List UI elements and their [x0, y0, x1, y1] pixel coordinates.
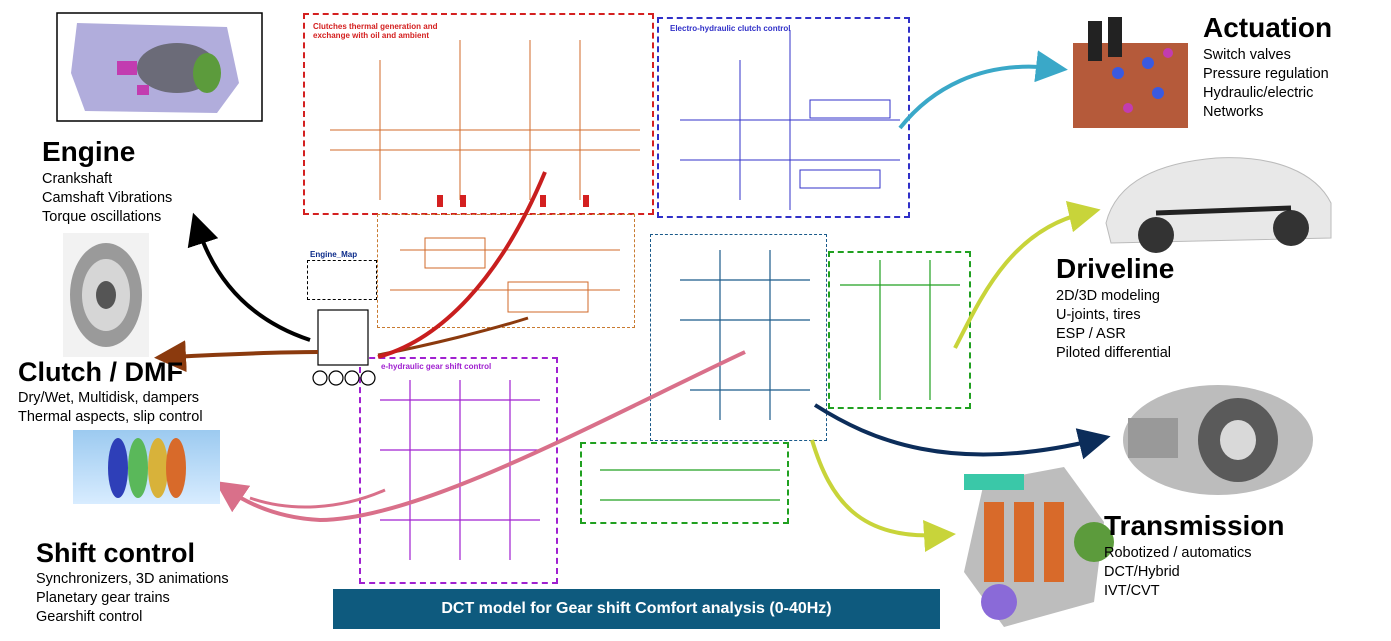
transmission-line: DCT/Hybrid — [1104, 564, 1180, 580]
shift-lines: Synchronizers, 3D animations Planetary g… — [36, 570, 229, 627]
actuation-arrow — [898, 50, 1068, 130]
dct-model-banner: DCT model for Gear shift Comfort analysi… — [333, 589, 940, 629]
driveline-image — [1105, 157, 1332, 253]
driveline-line: Piloted differential — [1056, 345, 1172, 361]
engine-image — [56, 12, 263, 122]
transmission-line: IVT/CVT — [1104, 583, 1160, 599]
transmission-lines: Robotized / automatics DCT/Hybrid IVT/CV… — [1104, 544, 1285, 601]
clutch-label-group: Clutch / DMF Dry/Wet, Multidisk, dampers… — [18, 359, 203, 427]
engine-line: Crankshaft — [42, 171, 113, 187]
driveline-label-group: Driveline 2D/3D modeling U-joints, tires… — [1056, 255, 1174, 363]
gearshift-control-label: e-hydraulic gear shift control — [381, 362, 492, 371]
driveline-line: U-joints, tires — [1056, 307, 1141, 323]
driveline-arrow — [953, 200, 1101, 349]
engine-label-group: Engine Crankshaft Camshaft Vibrations To… — [42, 138, 172, 227]
shift-label-group: Shift control Synchronizers, 3D animatio… — [36, 540, 229, 627]
driveline-lines: 2D/3D modeling U-joints, tires ESP / ASR… — [1056, 287, 1174, 363]
driveline-line: ESP / ASR — [1056, 326, 1126, 342]
actuation-title: Actuation — [1203, 12, 1333, 43]
shift-arrow-2 — [249, 488, 386, 509]
transmission-image — [1123, 385, 1313, 495]
engine-lines: Crankshaft Camshaft Vibrations Torque os… — [42, 170, 172, 227]
clutch-image — [63, 233, 149, 357]
synchro-box — [580, 442, 789, 524]
actuation-line: Switch valves — [1203, 47, 1291, 63]
shift-line: Synchronizers, 3D animations — [36, 571, 229, 587]
clutch-title: Clutch / DMF — [18, 357, 183, 387]
clutch-mechanical-box — [377, 214, 635, 328]
engine-block — [312, 309, 376, 386]
shift-line: Gearshift control — [36, 609, 143, 625]
clutch-line: Thermal aspects, slip control — [18, 409, 203, 425]
electro-hydraulic-box-label: Electro-hydraulic clutch control — [670, 24, 791, 33]
gearset-image — [964, 467, 1114, 627]
transmission-label-group: Transmission Robotized / automatics DCT/… — [1104, 512, 1285, 601]
engine-line: Torque oscillations — [42, 209, 162, 225]
shift-line: Planetary gear trains — [36, 590, 170, 606]
actuation-line: Networks — [1203, 104, 1264, 120]
actuation-line: Pressure regulation — [1203, 66, 1329, 82]
differential-box — [828, 251, 971, 409]
shift-gear-image — [73, 430, 220, 504]
actuation-lines: Switch valves Pressure regulation Hydrau… — [1203, 46, 1332, 122]
gearset-arrow — [810, 439, 956, 552]
engine-arrow — [187, 212, 311, 342]
driveline-line: 2D/3D modeling — [1056, 288, 1160, 304]
clutch-lines: Dry/Wet, Multidisk, dampers Thermal aspe… — [18, 389, 203, 427]
clutch-line: Dry/Wet, Multidisk, dampers — [18, 390, 200, 406]
transmission-line: Robotized / automatics — [1104, 545, 1252, 561]
gearbox-box — [650, 234, 827, 441]
engine-line: Camshaft Vibrations — [42, 190, 173, 206]
red-link — [377, 171, 547, 359]
actuation-label-group: Actuation Switch valves Pressure regulat… — [1203, 14, 1332, 122]
driveline-title: Driveline — [1056, 253, 1175, 284]
actuation-line: Hydraulic/electric — [1203, 85, 1314, 101]
shift-arrow — [214, 350, 746, 523]
thermal-box-label: Clutches thermal generation and exchange… — [313, 22, 438, 40]
clutch-arrow — [154, 340, 319, 373]
actuation-image — [1073, 17, 1188, 128]
engine-title: Engine — [42, 136, 136, 167]
engine-map-label: Engine_Map — [310, 250, 358, 259]
transmission-arrow — [813, 403, 1111, 460]
gearshift-control-box — [359, 357, 558, 584]
engine-map-box — [307, 260, 377, 300]
shift-title: Shift control — [36, 538, 195, 568]
transmission-title: Transmission — [1104, 510, 1285, 541]
